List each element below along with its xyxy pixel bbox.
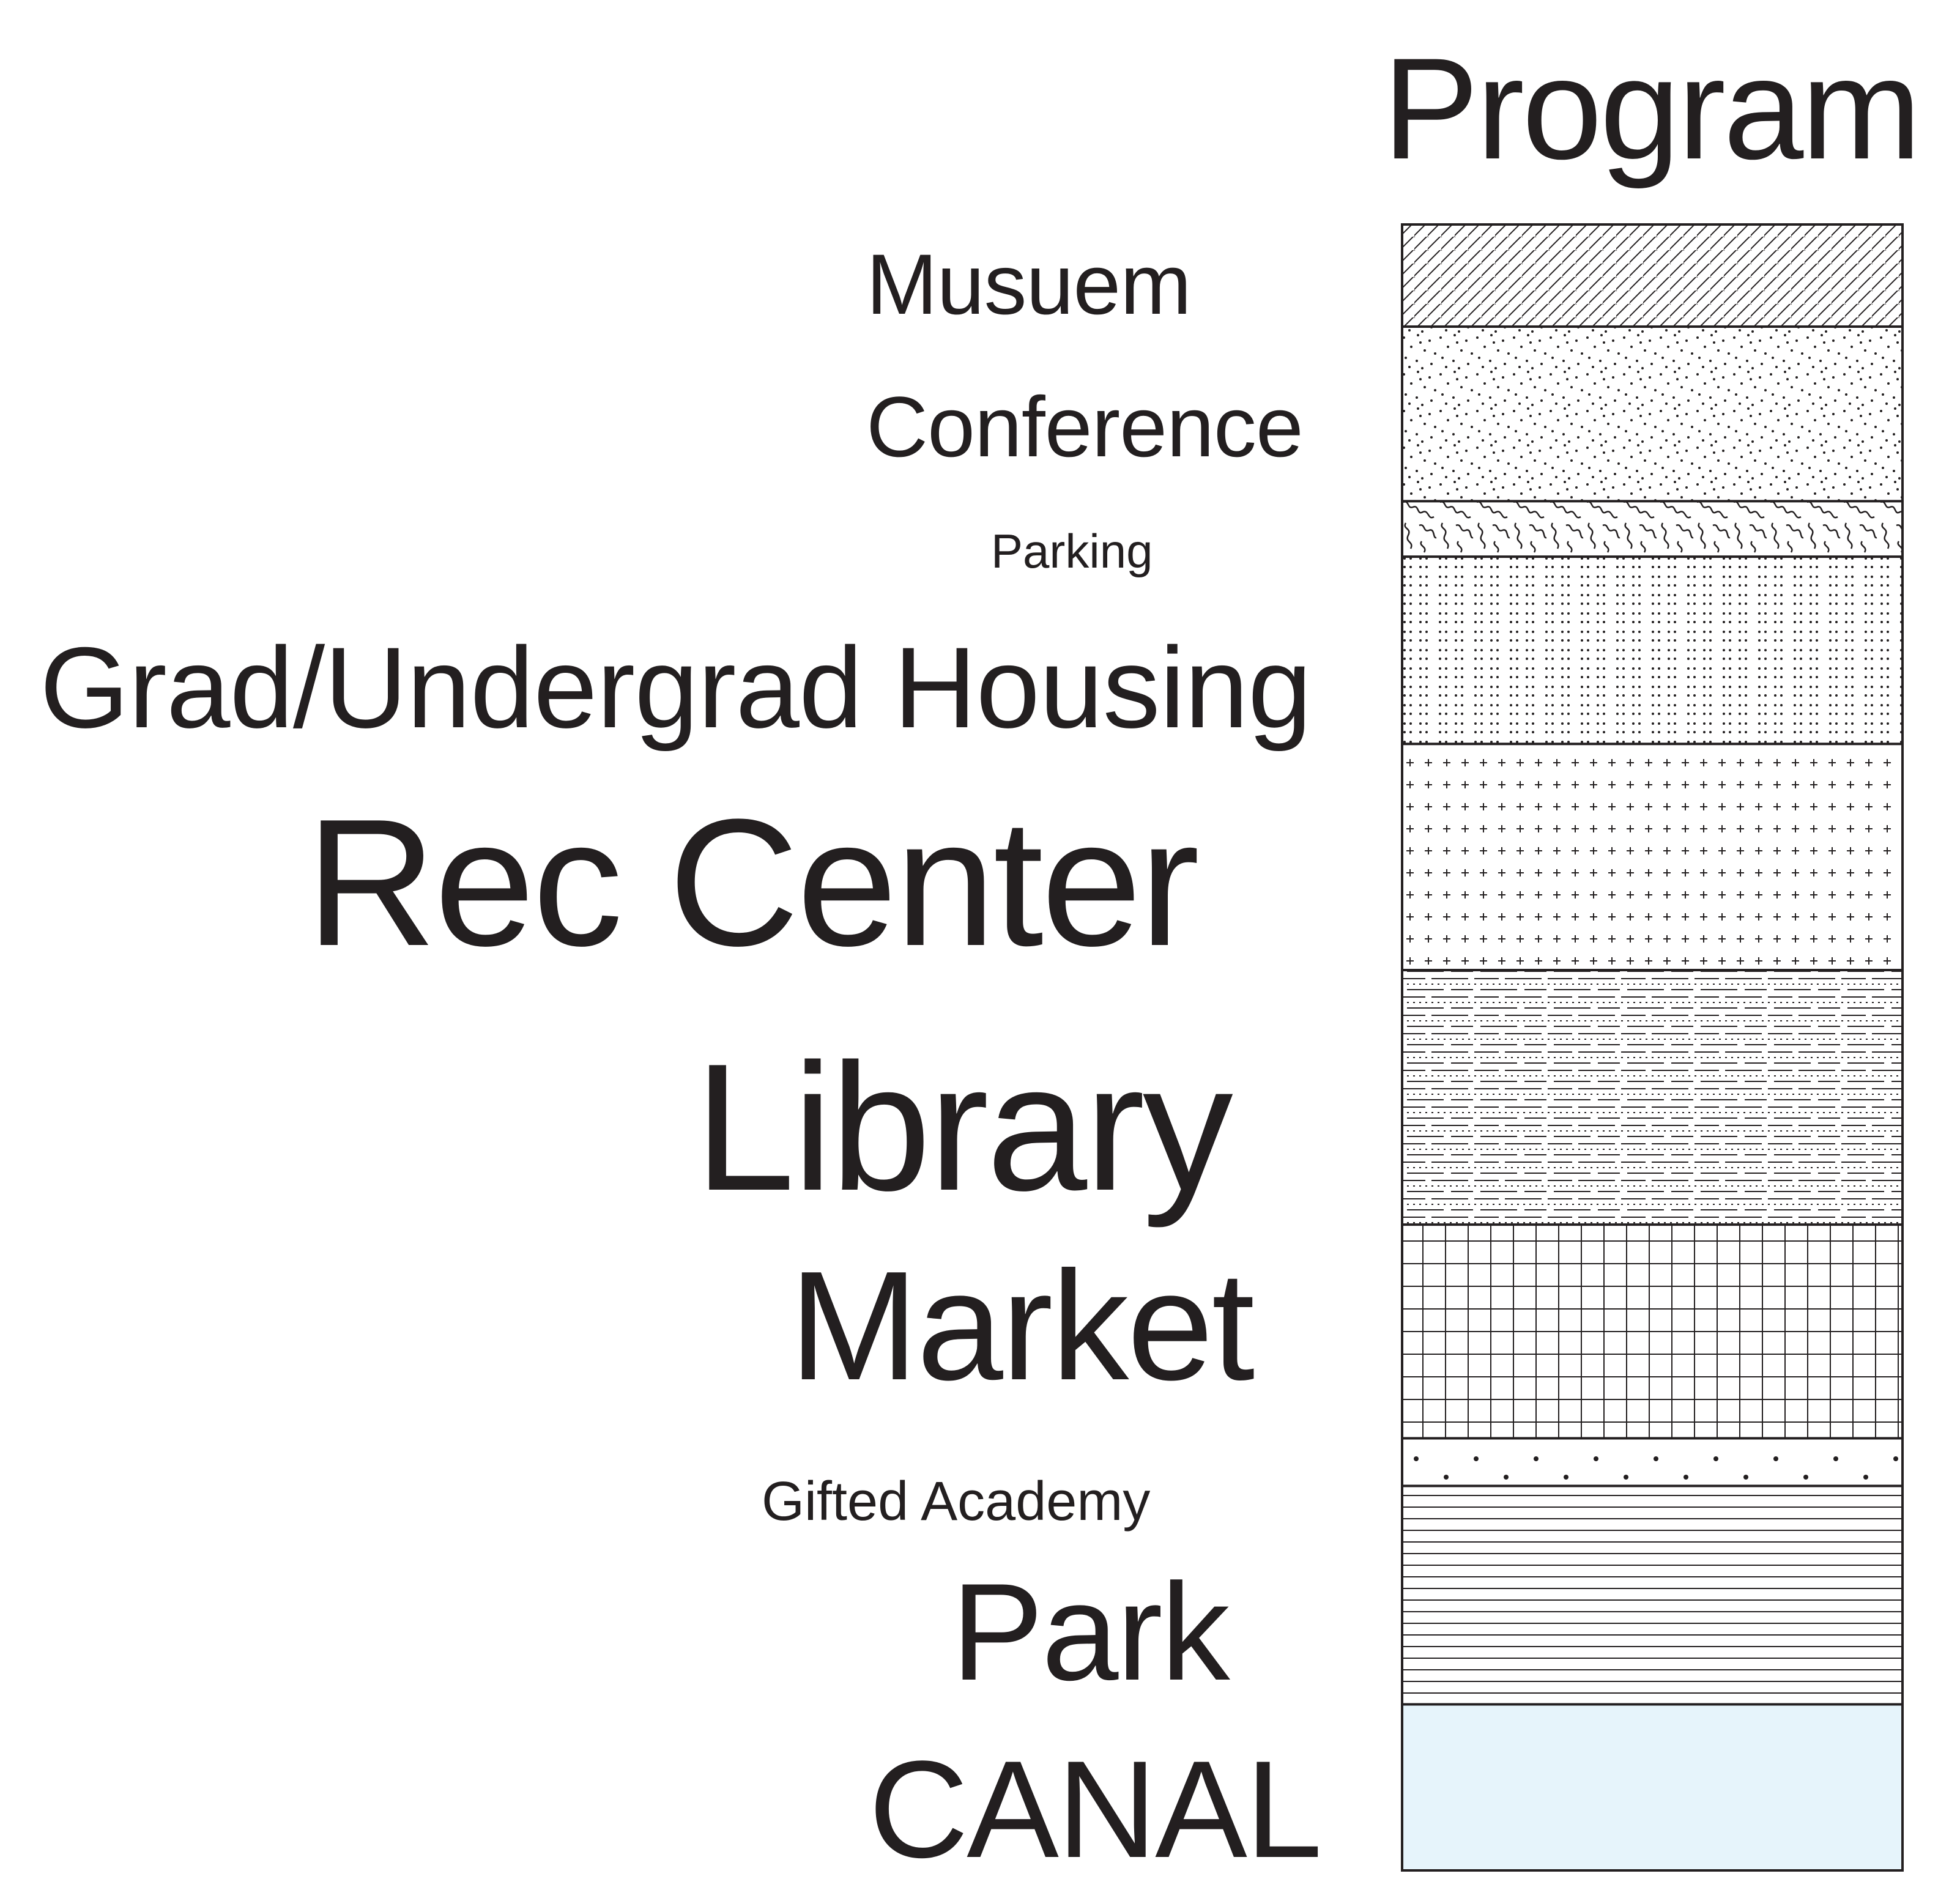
program-stack	[1401, 223, 1904, 1872]
program-label-museum: Musuem	[866, 236, 1192, 332]
program-label-park: Park	[951, 1554, 1230, 1709]
program-band-canal	[1403, 1704, 1901, 1869]
program-band-rec-center	[1403, 744, 1901, 970]
program-label-market: Market	[789, 1239, 1255, 1412]
program-band-musuem	[1403, 226, 1901, 327]
program-title: Program	[1383, 28, 1921, 190]
program-label-housing: Grad/Undergrad Housing	[40, 623, 1312, 752]
program-band-gifted-academy	[1403, 1438, 1901, 1486]
program-band-parking	[1403, 501, 1901, 557]
program-label-conference: Conference	[866, 379, 1304, 475]
program-band-grad-undergrad-housing	[1403, 557, 1901, 744]
program-label-gifted-academy: Gifted Academy	[762, 1471, 1151, 1532]
program-label-parking: Parking	[991, 524, 1153, 578]
program-band-park	[1403, 1486, 1901, 1705]
program-band-conference	[1403, 326, 1901, 502]
program-band-library	[1403, 969, 1901, 1225]
program-band-market	[1403, 1225, 1901, 1439]
program-label-canal: CANAL	[869, 1732, 1323, 1886]
program-label-rec-center: Rec Center	[306, 781, 1200, 984]
program-label-library: Library	[694, 1026, 1233, 1228]
